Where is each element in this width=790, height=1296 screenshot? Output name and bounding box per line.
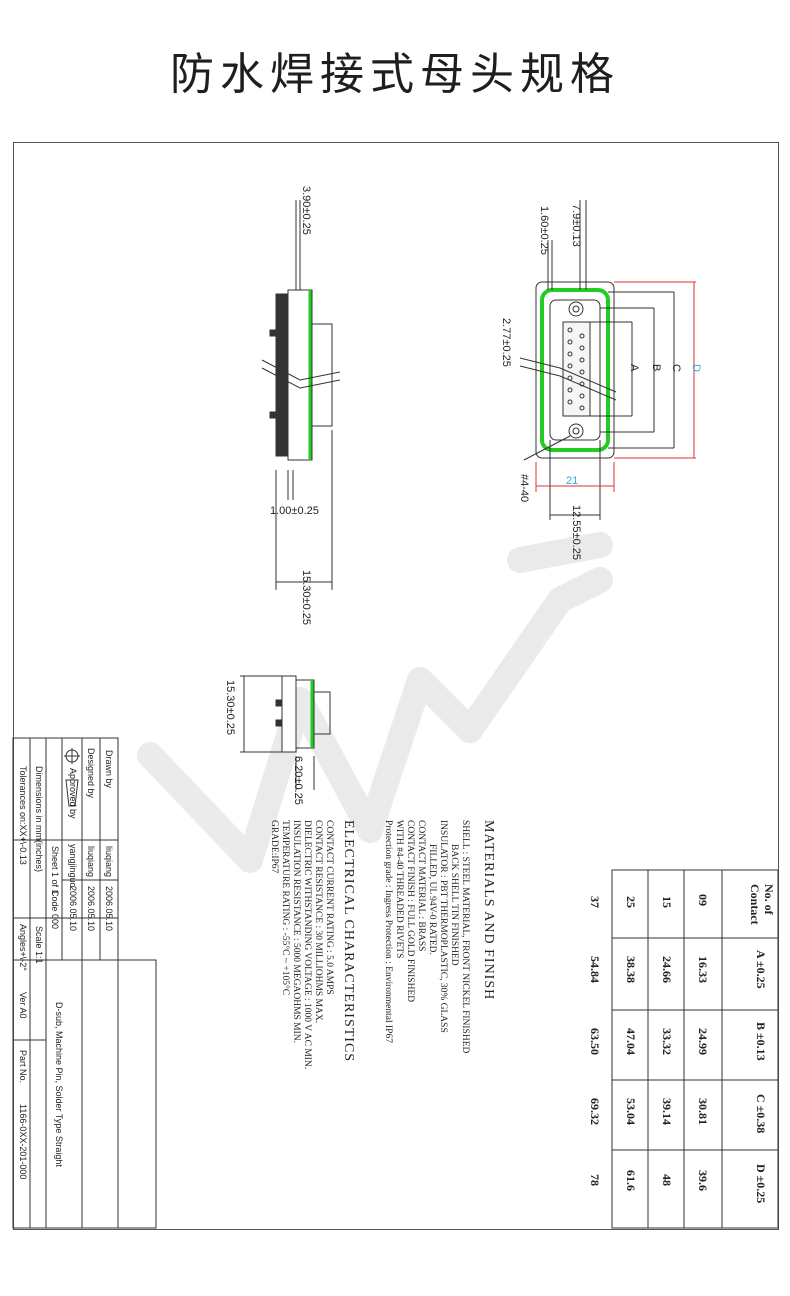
tb-angles: Angles+\-2° <box>18 924 28 971</box>
dim-label-d: D <box>690 364 702 372</box>
tb-approved-label: Approved by <box>68 768 78 819</box>
table-header-contact: No. of Contact <box>748 884 776 925</box>
materials-line: INSULATOR : PBT THERMOPLASTIC, 30% GLASS <box>438 820 448 1033</box>
table-cell: 15 <box>660 896 674 908</box>
dim-label-c: C <box>670 364 682 372</box>
table-header-c: C ±0.38 <box>754 1094 768 1134</box>
tb-code: Code 000 <box>50 890 60 930</box>
materials-line: CONTACT FINISH : FULL GOLD FINISHED <box>405 820 415 1003</box>
table-cell: 33.32 <box>660 1028 674 1055</box>
tb-tolerances: Tolerances on:XX+\-0.13 <box>18 766 28 865</box>
tb-drawn-name: liuqiang <box>104 846 114 878</box>
dim-label-a: A <box>628 364 640 372</box>
materials-line: BACK SHELL TIN FINISHED <box>449 844 459 966</box>
dim-label-21: 21 <box>566 475 579 487</box>
table-cell: 09 <box>696 894 710 906</box>
electrical-line: TEMPERATURE RATING : -55°C ~ +105°C <box>280 820 290 996</box>
table-cell: 39.14 <box>660 1098 674 1125</box>
table-cell: 63.50 <box>588 1028 602 1055</box>
page-title: 防水焊接式母头规格 <box>170 49 620 100</box>
projection-symbol <box>64 748 80 807</box>
materials-line: FILLED, UL 94V-0 RATED. <box>427 844 437 955</box>
tb-sheet: Sheet 1 of 1 <box>50 846 60 895</box>
dim-label-b: B <box>650 364 662 372</box>
tb-dimensions-unit: Dimensions in mm(inches) <box>34 766 44 873</box>
tb-part-no-label: Part No. <box>18 1050 28 1084</box>
materials-line: WITH #4-40 THREADED RIVETS <box>394 820 404 959</box>
watermark-logo <box>137 532 613 873</box>
table-cell: 24.99 <box>696 1028 710 1055</box>
electrical-line: CONTACT RESISTANCE : 30 MILLIOHMS MAX. <box>313 820 323 1024</box>
tb-description: D-sub, Machine Pin, Solder Type Straight <box>54 1002 64 1167</box>
table-header-d: D ±0.25 <box>754 1164 768 1204</box>
dim-1-00: 1.00±0.25 <box>270 505 319 517</box>
table-cell: 38.38 <box>624 956 638 983</box>
side-view <box>261 200 341 590</box>
table-header-a: A ±0.25 <box>754 950 768 989</box>
electrical-line: INSULATION RESISTANCE : 5000 MEGAOHMS MI… <box>291 820 301 1044</box>
materials-line: SHELL : STEEL MATERIAL, FRONT NICKEL FIN… <box>460 820 470 1054</box>
tb-drawn-label: Drawn by <box>104 750 114 789</box>
materials-line: Protection grade : Ingress Protection : … <box>383 820 393 1043</box>
electrical-line: DIELECTRIC WITHSTANDING VOLTAGE : 1000 V… <box>302 820 312 1070</box>
tb-approved-date: 2006.05.10 <box>68 886 78 932</box>
bottom-view <box>240 675 331 790</box>
tb-drawn-date: 2006.05.10 <box>104 886 114 932</box>
drawing-frame <box>13 142 779 1230</box>
tb-designed-name: liuqiang <box>86 846 96 878</box>
electrical-section: ELECTRICAL CHARACTERISTICS CONTACT CURRE… <box>268 820 356 1069</box>
dim-15-30-side: 15.30±0.25 <box>300 570 312 625</box>
materials-line: CONTACT MATERIAL : BRASS <box>416 820 426 952</box>
table-cell: 48 <box>660 1174 674 1186</box>
spec-table-grid <box>611 869 779 1229</box>
table-cell: 69.32 <box>588 1098 602 1125</box>
electrical-line: GRADE:IP67 <box>269 820 279 874</box>
table-cell: 24.66 <box>660 956 674 983</box>
dim-1-60: 1.60±0.25 <box>538 206 550 255</box>
materials-heading: MATERIALS AND FINISH <box>481 820 496 1001</box>
dim-2-77: 2.77±0.25 <box>500 318 512 367</box>
table-cell: 54.84 <box>588 956 602 983</box>
dim-12-55: 12.55±0.25 <box>570 505 582 560</box>
electrical-heading: ELECTRICAL CHARACTERISTICS <box>341 820 356 1063</box>
table-cell: 39.6 <box>696 1170 710 1191</box>
table-cell: 16.33 <box>696 956 710 983</box>
dim-15-30-bottom: 15.30±0.25 <box>224 680 236 735</box>
tb-version: Ver A0 <box>18 992 28 1019</box>
table-cell: 25 <box>624 896 638 908</box>
table-cell: 78 <box>588 1174 602 1186</box>
table-cell: 37 <box>588 896 602 908</box>
tb-scale: Scale 1:1 <box>34 926 44 964</box>
table-cell: 53.04 <box>624 1098 638 1125</box>
dim-6-20: 6.20±0.25 <box>292 756 304 805</box>
tb-designed-date: 2006.05.10 <box>86 886 96 932</box>
materials-section: MATERIALS AND FINISH SHELL : STEEL MATER… <box>382 820 496 1053</box>
tb-designed-label: Designed by <box>86 748 96 799</box>
table-cell: 30.81 <box>696 1098 710 1125</box>
electrical-line: CONTACT CURRENT RATING : 5.0 AMPS <box>324 820 334 995</box>
tb-approved-name: yangjinguo <box>68 844 78 888</box>
title-block-grid <box>12 737 157 1229</box>
table-header-b: B ±0.13 <box>754 1022 768 1061</box>
table-cell: 61.6 <box>624 1170 638 1191</box>
dim-thread: #4-40 <box>518 474 530 503</box>
dim-7-9: 7.9±0.13 <box>570 204 582 247</box>
tb-part-no: 1166-0XX-201-000 <box>18 1104 28 1180</box>
front-view <box>519 200 696 520</box>
table-cell: 47.04 <box>624 1028 638 1055</box>
dim-3-90: 3.90±0.25 <box>300 186 312 235</box>
